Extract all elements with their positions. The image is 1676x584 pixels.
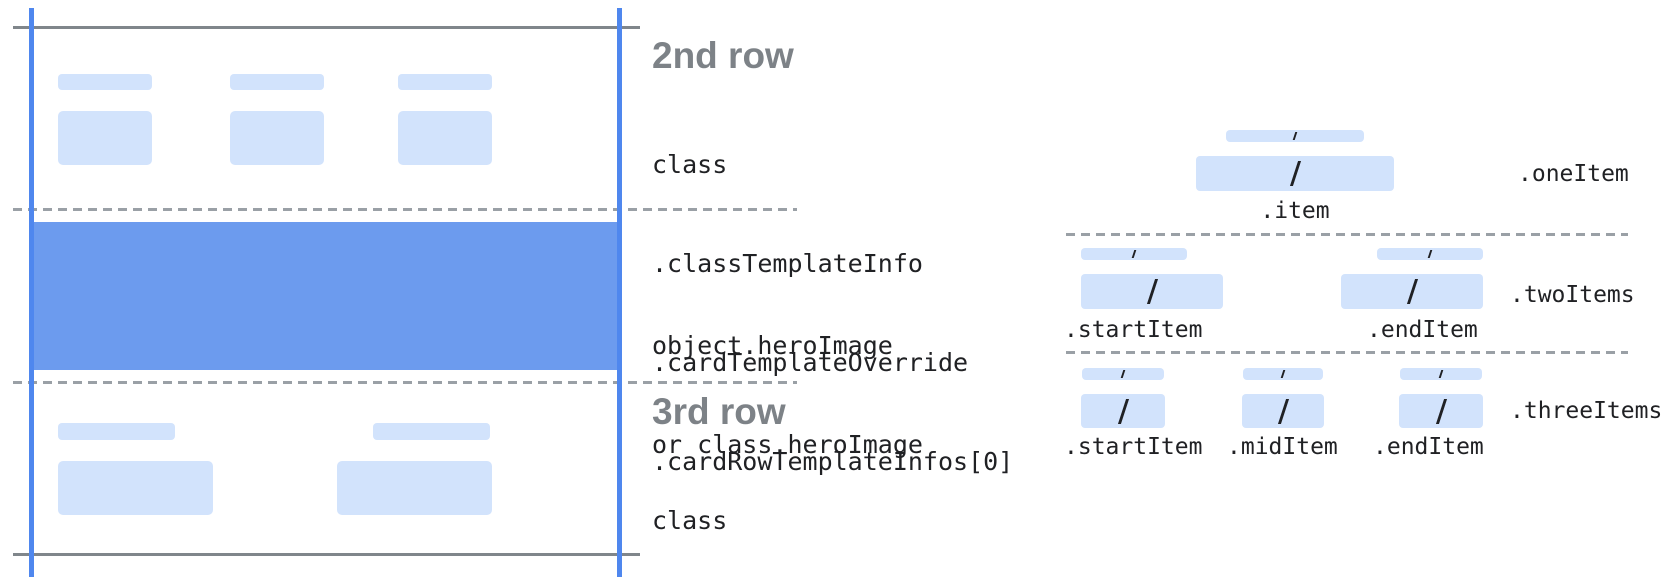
two-items-end-label-bar bbox=[1377, 248, 1483, 260]
slash-icon bbox=[1289, 161, 1301, 186]
three-items-start-label: .startItem bbox=[1064, 434, 1203, 460]
row2-item1-value-bar bbox=[58, 111, 152, 165]
two-items-start-label-bar bbox=[1081, 248, 1187, 260]
three-items-mid-label-bar bbox=[1243, 368, 1323, 380]
row2-item3-label-bar bbox=[398, 74, 492, 90]
three-items-mid-label: .midItem bbox=[1227, 434, 1338, 460]
one-item-item-label: .item bbox=[1260, 198, 1330, 224]
row3-item2-label-bar bbox=[373, 423, 490, 440]
row2-code-path: class .classTemplateInfo .cardTemplateOv… bbox=[652, 82, 1013, 544]
layout-separator-dashed-line bbox=[1066, 233, 1628, 236]
row2-item2-value-bar bbox=[230, 111, 324, 165]
code-line: class bbox=[652, 506, 728, 535]
two-items-start-value-bar bbox=[1081, 274, 1223, 309]
code-line: .cardTemplateOverride bbox=[652, 348, 969, 377]
two-items-end-label: .endItem bbox=[1367, 317, 1478, 343]
hero-image-band bbox=[29, 222, 622, 370]
row3-code-path: class .classTemplateInfo .cardTemplateOv… bbox=[652, 438, 1013, 584]
card-top-rule bbox=[13, 26, 640, 29]
row3-item1-value-bar bbox=[58, 461, 213, 515]
slash-icon bbox=[1146, 279, 1158, 304]
slash-icon bbox=[1277, 398, 1289, 424]
slash-icon bbox=[1120, 370, 1126, 378]
three-items-end-label-bar bbox=[1400, 368, 1482, 380]
row3-item2-value-bar bbox=[337, 461, 492, 515]
three-items-end-label: .endItem bbox=[1373, 434, 1484, 460]
code-line: object.heroImage bbox=[652, 331, 893, 360]
three-items-mid-value-bar bbox=[1242, 394, 1324, 428]
row2-item1-label-bar bbox=[58, 74, 152, 90]
two-items-end-value-bar bbox=[1341, 274, 1483, 309]
code-line: or class.heroImage bbox=[652, 430, 923, 459]
card-bottom-rule bbox=[13, 553, 640, 556]
three-items-end-value-bar bbox=[1399, 394, 1483, 428]
row2-heading: 2nd row bbox=[652, 35, 794, 76]
code-line: .classTemplateInfo bbox=[652, 249, 923, 278]
slash-icon bbox=[1280, 370, 1286, 378]
card-left-edge-guide bbox=[29, 8, 34, 577]
slash-icon bbox=[1438, 370, 1444, 378]
two-items-row-label: .twoItems bbox=[1510, 282, 1635, 308]
row3-separator-dashed-line bbox=[13, 381, 797, 384]
three-items-start-value-bar bbox=[1081, 394, 1165, 428]
two-items-start-label: .startItem bbox=[1064, 317, 1203, 343]
card-right-edge-guide bbox=[617, 8, 622, 577]
layout-separator-dashed-line bbox=[1066, 351, 1628, 354]
code-line: .cardRowTemplateInfos[0] bbox=[652, 447, 1014, 476]
row2-separator-dashed-line bbox=[13, 208, 797, 211]
row3-item1-label-bar bbox=[58, 423, 175, 440]
row2-item3-value-bar bbox=[398, 111, 492, 165]
slash-icon bbox=[1131, 250, 1137, 258]
slash-icon bbox=[1117, 398, 1129, 424]
slash-icon bbox=[1427, 250, 1433, 258]
row3-heading: 3rd row bbox=[652, 391, 786, 432]
slash-icon bbox=[1406, 279, 1418, 304]
code-line: class bbox=[652, 150, 728, 179]
slash-icon bbox=[1435, 398, 1447, 424]
hero-code-path: object.heroImage or class.heroImage bbox=[652, 263, 923, 527]
one-item-label-bar bbox=[1226, 130, 1364, 142]
three-items-start-label-bar bbox=[1082, 368, 1164, 380]
one-item-value-bar bbox=[1196, 156, 1394, 191]
three-items-row-label: .threeItems bbox=[1510, 398, 1663, 424]
slash-icon bbox=[1292, 132, 1298, 140]
row2-item2-label-bar bbox=[230, 74, 324, 90]
one-item-row-label: .oneItem bbox=[1518, 161, 1629, 187]
